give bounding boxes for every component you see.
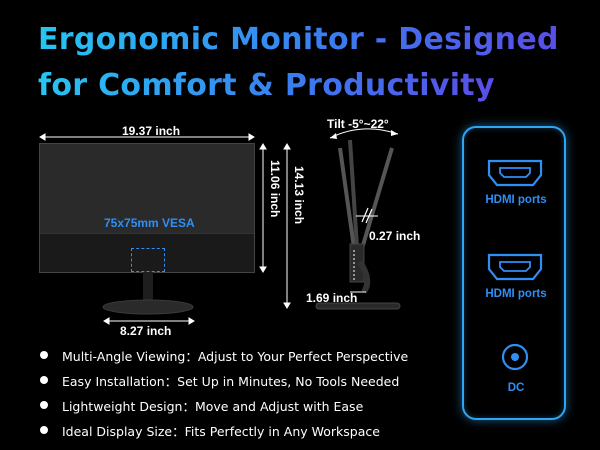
hdmi-port-icon (487, 159, 543, 187)
bullet-icon (40, 426, 48, 434)
stand-depth-label: 1.69 inch (306, 291, 358, 305)
hdmi-port-label-2: HDMI ports (485, 288, 547, 300)
vesa-mount-outline (131, 248, 165, 272)
ports-panel: HDMI ports HDMI ports DC (462, 126, 566, 420)
hdmi-port-label-1: HDMI ports (485, 194, 547, 206)
hdmi-port-icon (487, 253, 543, 281)
tilt-label: Tilt -5°~22° (327, 117, 389, 131)
title-line-2: for Comfort & Productivity (38, 68, 495, 103)
bullet-icon (40, 401, 48, 409)
thickness-label: 0.27 inch (369, 229, 421, 243)
width-label: 19.37 inch (122, 124, 181, 138)
bullet-icon (40, 376, 48, 384)
bullet-icon (40, 351, 48, 359)
title-line-1: Ergonomic Monitor - Designed (38, 22, 559, 57)
vesa-label: 75x75mm VESA (104, 216, 195, 230)
stand-width-label: 8.27 inch (120, 324, 172, 338)
monitor-front-view (39, 143, 255, 273)
dc-port-icon (501, 343, 529, 371)
dc-port-label: DC (507, 382, 525, 394)
